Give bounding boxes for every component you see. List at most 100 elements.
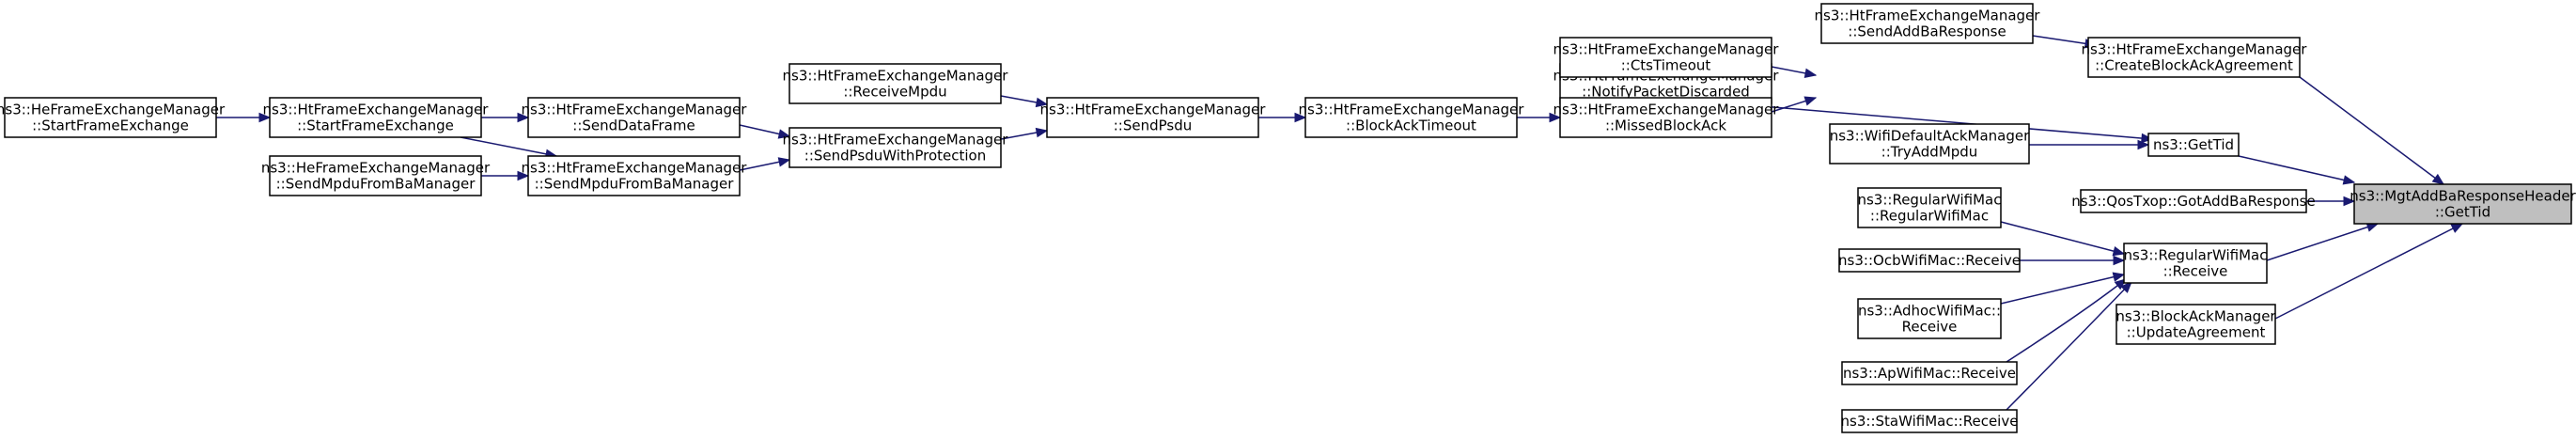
graph-node[interactable]: ns3::HtFrameExchangeManager::BlockAckTim… [1299,97,1525,138]
graph-node[interactable]: ns3::HtFrameExchangeManager::SendDataFra… [522,97,748,138]
graph-node[interactable]: ns3::HtFrameExchangeManager::StartFrameE… [263,97,490,138]
graph-nodes: ns3::MgtAddBaResponseHeader::GetTidns3::… [0,3,2576,433]
edge-n19-n18 [2000,221,2126,257]
edge-n1-n0 [2299,76,2445,185]
graph-node[interactable]: ns3::HtFrameExchangeManager::SendPsdu [1040,97,1267,138]
node-box [788,63,1002,104]
node-label: ::SendMpduFromBaManager [276,176,476,193]
graph-node[interactable]: ns3::HtFrameExchangeManager::SendMpduFro… [522,155,748,196]
edge-n21-n18 [2000,272,2126,305]
node-label: ns3::HtFrameExchangeManager [783,132,1009,149]
arrow-head-icon [777,157,791,167]
arrow-head-icon [1803,96,1818,106]
node-label: ns3::StaWifiMac::Receive [1841,413,2019,430]
edge-n22-n18 [2006,278,2128,363]
node-box [2080,189,2307,213]
node-box [1559,37,1772,78]
node-label: ns3::ApWifiMac::Receive [1843,365,2016,382]
edge-line [2274,223,2463,320]
node-label: ::RegularWifiMac [1870,208,1989,225]
graph-node[interactable]: ns3::RegularWifiMac::Receive [2123,243,2268,284]
graph-node[interactable]: ns3::ApWifiMac::Receive [1841,361,2018,385]
edge-line [1728,102,2153,140]
edge-n20-n18 [2020,255,2126,266]
node-box [1820,3,2034,44]
arrow-head-icon [2112,272,2126,282]
graph-node[interactable]: ns3::WifiDefaultAckManager::TryAddMpdu [1829,123,2030,165]
edge-n17-n0 [2306,196,2356,207]
edge-n8-n7 [1258,112,1307,123]
edge-n9-n8 [1000,95,1049,108]
node-box [1559,97,1772,138]
graph-node[interactable]: ns3::HtFrameExchangeManager::SendPsduWit… [783,127,1009,168]
edge-n10-n8 [1000,127,1049,140]
node-label: ::CreateBlockAckAgreement [2095,57,2293,74]
node-label: ::SendMpduFromBaManager [535,176,735,193]
node-label: ns3::RegularWifiMac [1857,192,2001,209]
node-box [788,127,1002,168]
node-box [1857,298,2002,339]
edge-n24-n0 [2274,223,2464,320]
graph-edges [216,35,2464,411]
node-label: ns3::OcbWifiMac::Receive [1838,252,2021,269]
node-label: ns3::MgtAddBaResponseHeader [2350,188,2576,205]
node-box [2353,183,2572,225]
edge-n11-n10 [739,124,791,139]
node-label: ::SendPsduWithProtection [804,148,986,165]
graph-node[interactable]: ns3::HtFrameExchangeManager::SendAddBaRe… [1815,3,2041,44]
edge-n6-n4 [1771,96,1818,113]
arrow-head-icon [777,129,791,139]
edge-n4-n3 [1728,102,2154,144]
graph-node[interactable]: ns3::HtFrameExchangeManager::CtsTimeout [1553,37,1780,78]
graph-node[interactable]: ns3::StaWifiMac::Receive [1841,409,2019,433]
node-box [1046,97,1259,138]
node-label: ::StartFrameExchange [32,118,189,134]
node-label: Receive [1902,319,1958,336]
edge-n12-n11 [481,112,530,123]
edge-n18-n0 [2266,222,2380,261]
node-label: ns3::HtFrameExchangeManager [783,68,1009,85]
graph-node[interactable]: ns3::RegularWifiMac::RegularWifiMac [1857,187,2002,228]
edge-line [2006,281,2132,411]
edge-line [2006,278,2127,363]
arrow-head-icon [2431,173,2445,185]
node-label: ns3::RegularWifiMac [2123,247,2267,264]
arrow-head-icon [2450,223,2464,233]
edge-n3-n0 [2238,155,2356,185]
graph-node[interactable]: ns3::HeFrameExchangeManager::StartFrameE… [0,97,226,138]
arrow-head-icon [2112,246,2126,257]
graph-node[interactable]: ns3::HtFrameExchangeManager::MissedBlock… [1553,97,1780,138]
graph-node[interactable]: ns3::OcbWifiMac::Receive [1838,248,2021,273]
node-label: ::TryAddMpdu [1881,144,1978,161]
edge-n13-n12 [216,112,272,123]
arrow-head-icon [1035,97,1049,108]
graph-node[interactable]: ns3::GetTid [2147,133,2240,157]
arrow-head-icon [2343,196,2356,207]
node-box [1838,248,2021,273]
edge-n5-n4 [1771,66,1818,78]
node-label: ns3::GetTid [2153,136,2234,153]
edge-line [2000,221,2125,255]
node-box [1829,123,2030,165]
node-label: ns3::HtFrameExchangeManager [1040,102,1267,118]
graph-node[interactable]: ns3::QosTxop::GotAddBaResponse [2071,189,2316,213]
node-label: ::SendDataFrame [572,118,695,134]
node-box [527,97,741,138]
graph-node[interactable]: ns3::HtFrameExchangeManager::CreateBlock… [2082,37,2308,78]
graph-node[interactable]: ns3::BlockAckManager::UpdateAgreement [2115,304,2276,345]
node-box [2147,133,2240,157]
root-node[interactable]: ns3::MgtAddBaResponseHeader::GetTid [2350,183,2576,225]
node-label: ::SendPsdu [1114,118,1193,134]
graph-node[interactable]: ns3::HeFrameExchangeManager::SendMpduFro… [261,155,491,196]
graph-node[interactable]: ns3::HtFrameExchangeManager::ReceiveMpdu [783,63,1009,104]
edge-line [2000,274,2125,305]
graph-node[interactable]: ns3::AdhocWifiMac::Receive [1857,298,2002,339]
node-label: ns3::AdhocWifiMac:: [1858,303,2001,320]
edge-n7-n6 [1517,112,1562,123]
node-label: ns3::HtFrameExchangeManager [522,102,748,118]
arrow-head-icon [2113,255,2126,266]
node-label: ns3::HtFrameExchangeManager [263,102,490,118]
arrow-head-icon [517,170,530,181]
edge-line [2238,155,2355,183]
node-label: ns3::HtFrameExchangeManager [1553,102,1780,118]
